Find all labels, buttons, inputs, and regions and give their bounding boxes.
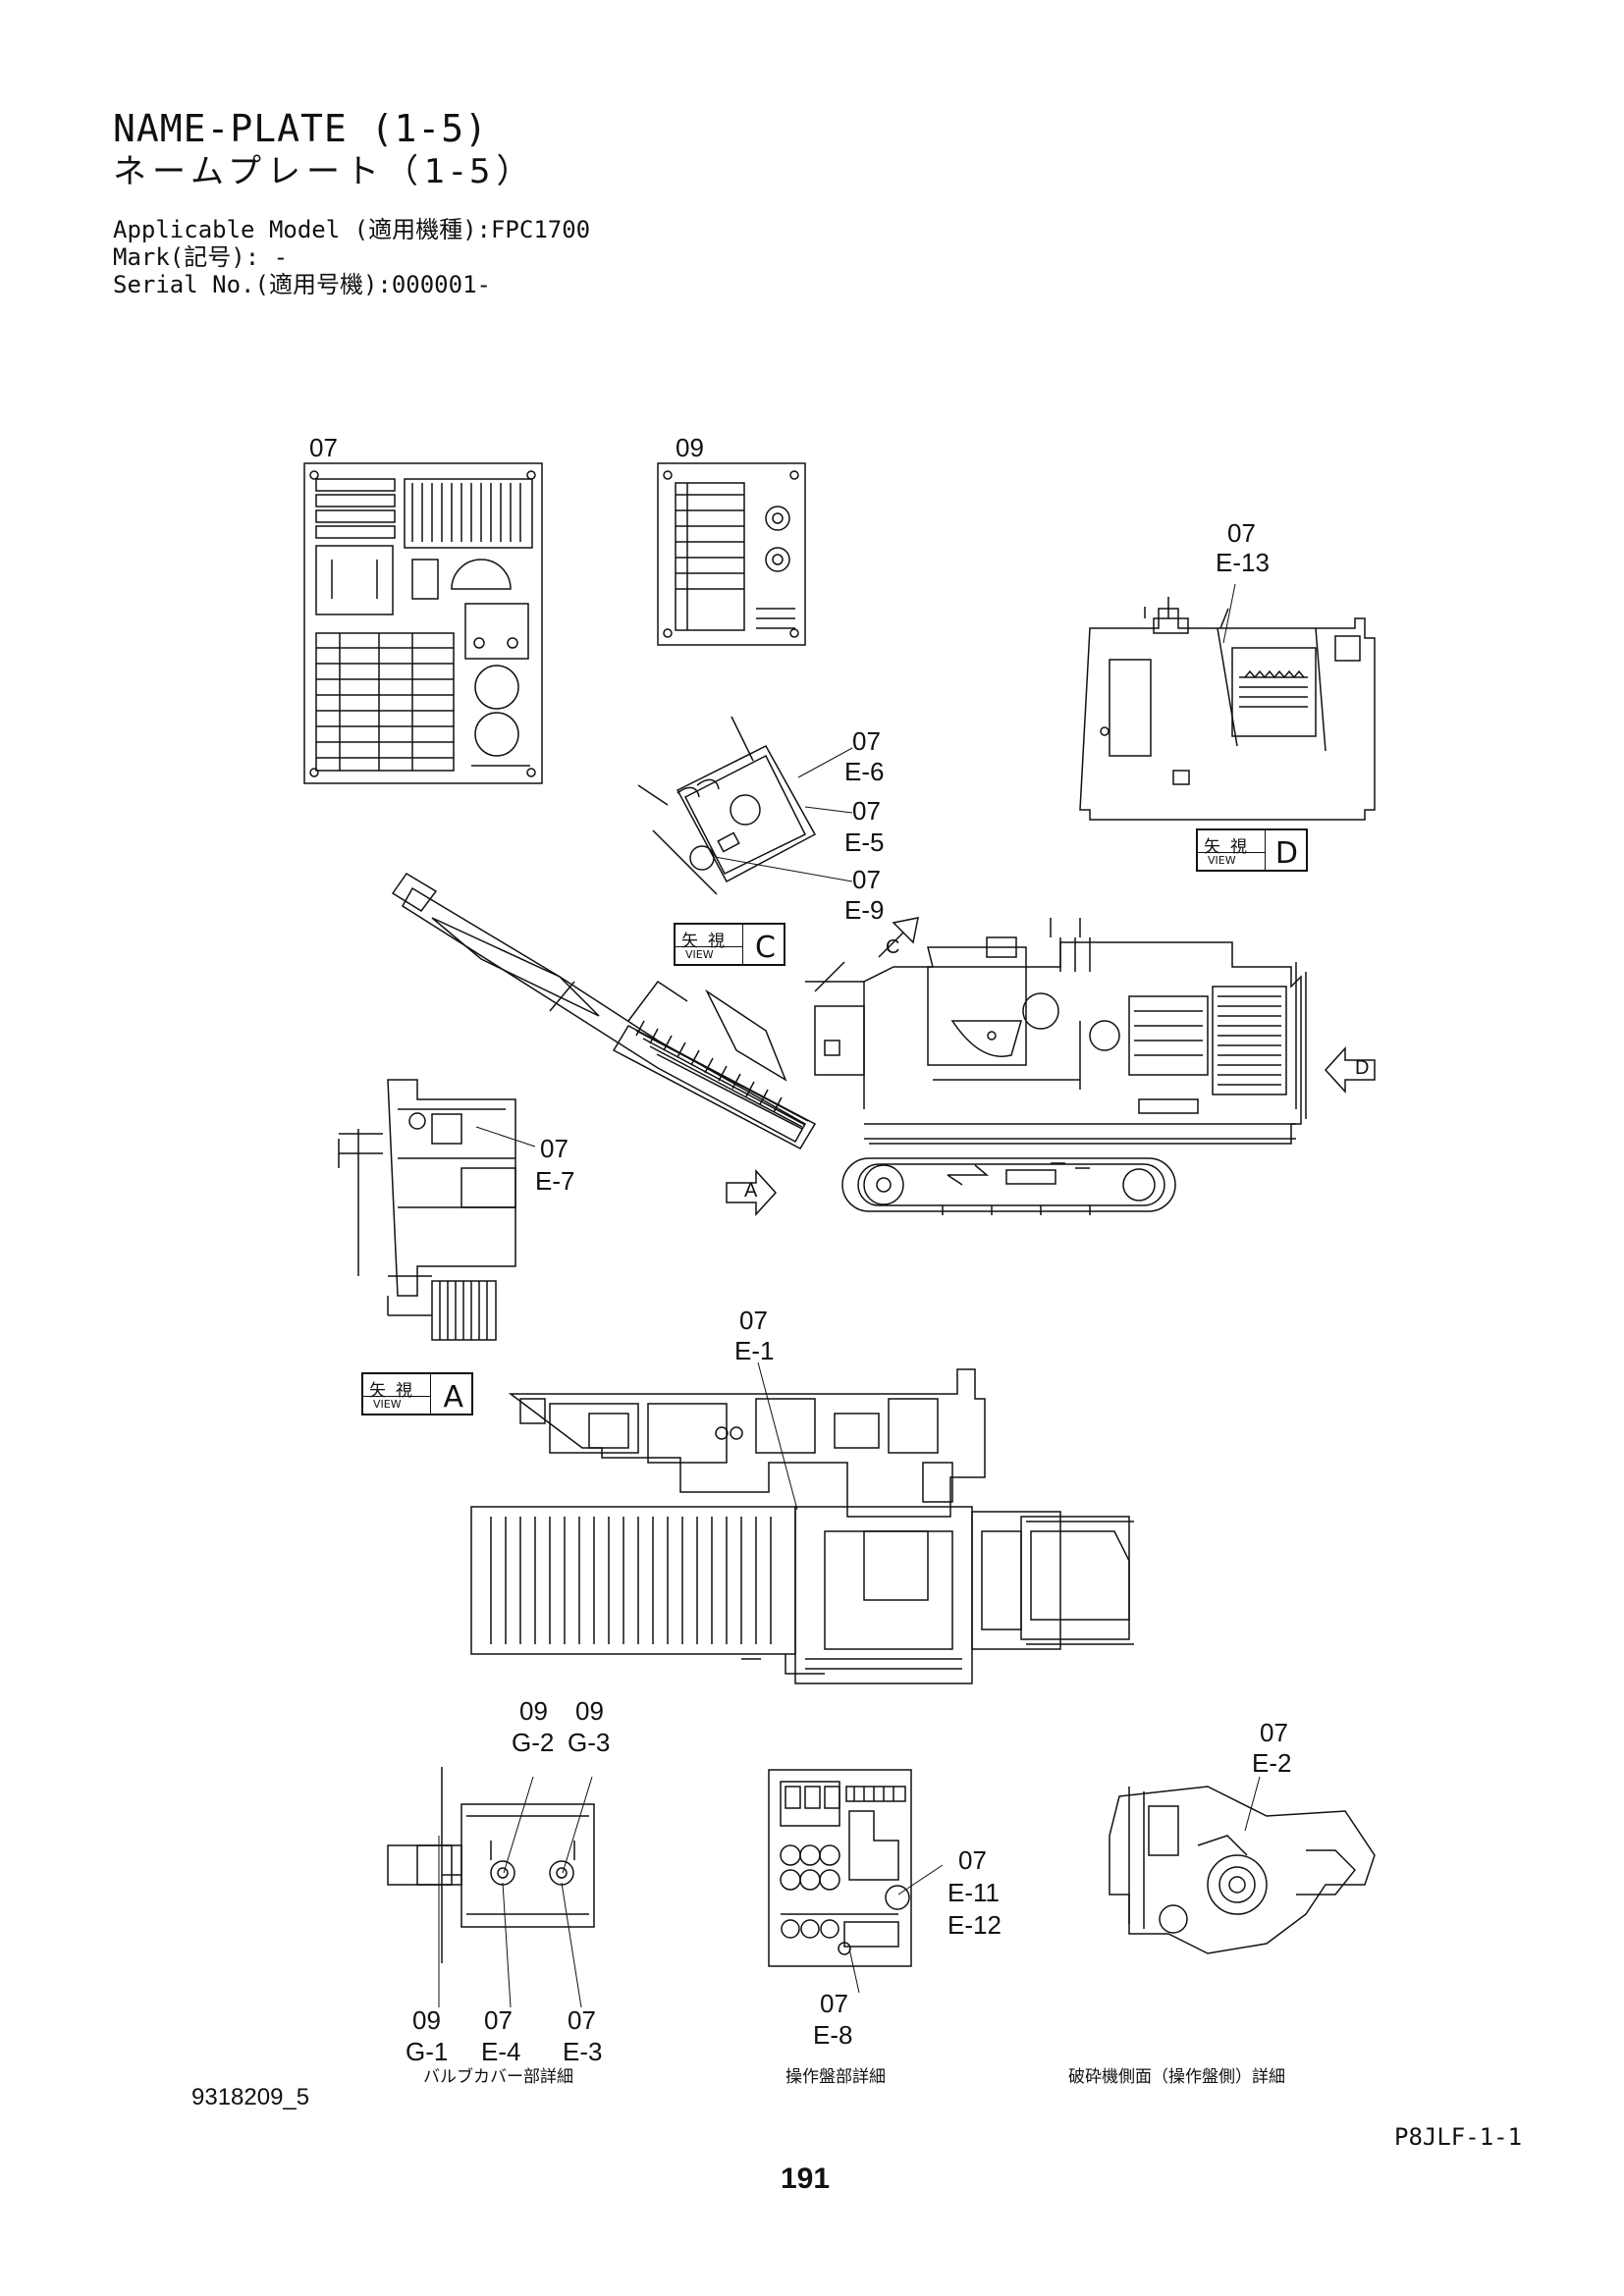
callout-e2-number: 07: [1260, 1718, 1288, 1747]
callout-e4-number: 07: [484, 2005, 513, 2035]
callout-g2-number: 09: [519, 1696, 548, 1726]
view-arrow-c-letter: C: [886, 936, 900, 958]
valve-cover-detail-drawing: [388, 1767, 594, 1963]
callout-e3-code: E-3: [563, 2037, 603, 2066]
callout-e1-number: 07: [739, 1306, 768, 1335]
crusher-side-detail-drawing: [1110, 1787, 1375, 1953]
callout-e6-number: 07: [852, 726, 881, 756]
page-subtitle: ネームプレート（1-5）: [113, 152, 536, 191]
callout-e13-code: E-13: [1216, 548, 1270, 577]
callout-e3-number: 07: [568, 2005, 596, 2035]
callout-g1-number: 09: [412, 2005, 441, 2035]
control-panel-caption: 操作盤部詳細: [785, 2067, 886, 2087]
control-panel-detail-drawing: [769, 1770, 911, 1966]
view-c-drawing: [638, 717, 815, 894]
callout-e9-number: 07: [852, 865, 881, 894]
view-c-word: VIEW: [685, 948, 714, 961]
view-arrow-d-letter: D: [1355, 1057, 1370, 1079]
callout-e7-number: 07: [540, 1134, 568, 1163]
callout-e1-code: E-1: [734, 1336, 775, 1365]
callout-g1-code: G-1: [406, 2037, 449, 2066]
drawing-number: 9318209_5: [191, 2084, 310, 2110]
view-a-word: VIEW: [373, 1398, 402, 1411]
top-view-drawing: [471, 1369, 1134, 1683]
view-a-box: 矢視 VIEW A: [361, 1372, 473, 1415]
view-d-drawing: [1080, 597, 1375, 820]
callout-e5-code: E-5: [844, 828, 885, 857]
page-title: NAME-PLATE (1-5): [113, 107, 489, 150]
nameplate-09-drawing: [658, 463, 805, 645]
callout-e11-code: E-11: [947, 1878, 1000, 1907]
main-machine-drawing: [393, 874, 1306, 1215]
callout-e9-code: E-9: [844, 895, 885, 925]
view-a-letter: A: [443, 1380, 463, 1415]
callout-e2-code: E-2: [1252, 1748, 1292, 1778]
view-arrows: [727, 918, 1375, 1214]
view-arrow-a-letter: A: [744, 1180, 758, 1201]
view-d-letter: D: [1274, 836, 1298, 871]
mark-line: Mark(記号): -: [113, 243, 289, 271]
callout-e5-number: 07: [852, 796, 881, 826]
view-a-drawing: [339, 1080, 515, 1340]
callout-e12-code: E-12: [947, 1910, 1001, 1940]
callout-g2-code: G-2: [512, 1728, 555, 1757]
page-number: 191: [781, 2163, 831, 2195]
callout-e13-number: 07: [1227, 518, 1256, 548]
plate-09-label: 09: [676, 433, 704, 462]
view-c-letter: C: [755, 931, 776, 965]
callout-e11-number: 07: [958, 1845, 987, 1875]
leader-lines: [439, 584, 1260, 2007]
callout-e7-code: E-7: [535, 1166, 575, 1196]
applicable-model-line: Applicable Model (適用機種):FPC1700: [113, 216, 591, 243]
valve-cover-caption: バルブカバー部詳細: [423, 2067, 573, 2087]
callout-e8-code: E-8: [813, 2020, 853, 2050]
view-d-box: 矢視 VIEW D: [1196, 828, 1308, 872]
nameplate-07-drawing: [304, 463, 542, 783]
plate-07-label: 07: [309, 433, 338, 462]
view-c-box: 矢視 VIEW C: [674, 923, 785, 966]
callout-g3-number: 09: [575, 1696, 604, 1726]
callout-e8-number: 07: [820, 1989, 848, 2018]
callout-g3-code: G-3: [568, 1728, 611, 1757]
crusher-side-caption: 破砕機側面（操作盤側）詳細: [1068, 2067, 1285, 2087]
serial-number-line: Serial No.(適用号機):000001-: [113, 271, 491, 298]
sheet-code: P8JLF-1-1: [1394, 2123, 1523, 2151]
callout-e6-code: E-6: [844, 757, 885, 786]
view-d-word: VIEW: [1208, 854, 1236, 867]
callout-e4-code: E-4: [481, 2037, 521, 2066]
